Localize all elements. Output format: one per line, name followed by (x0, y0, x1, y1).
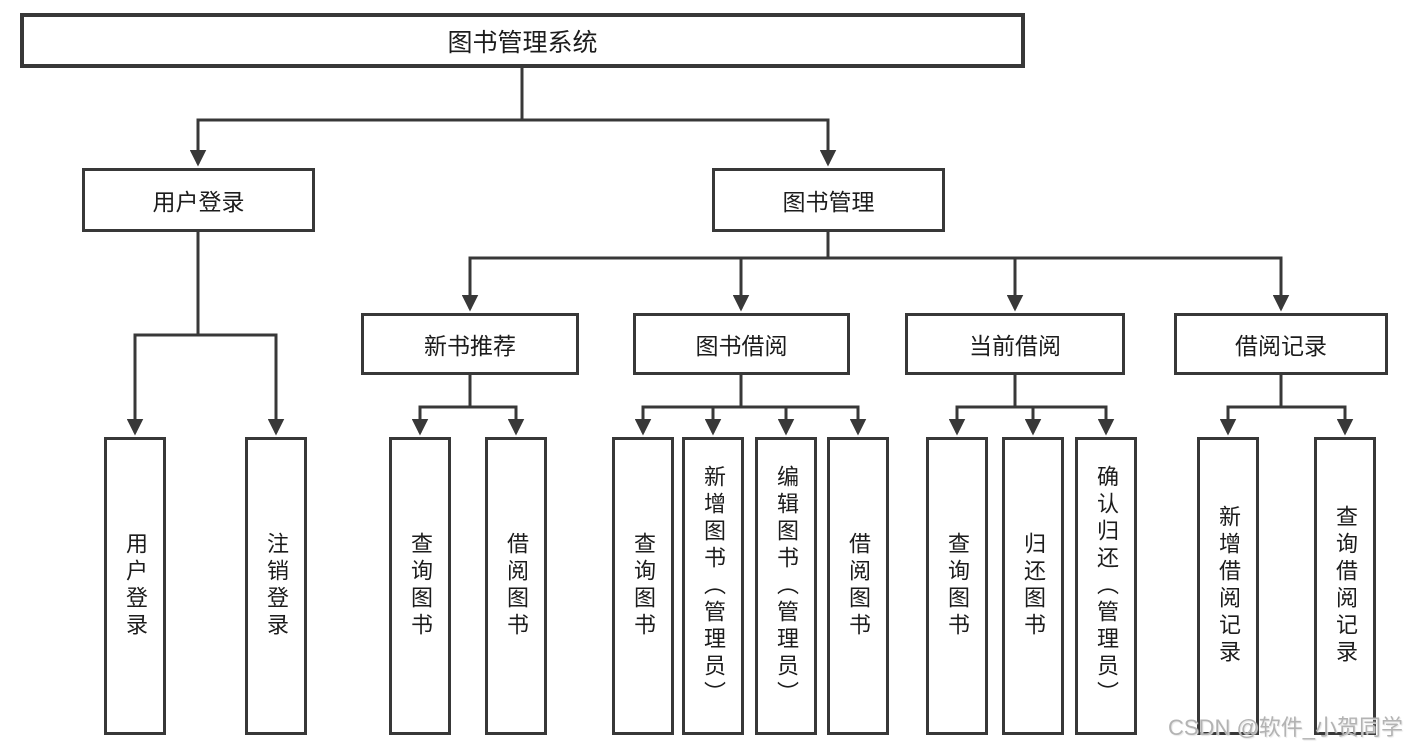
node-leaf-edit-books-admin: 编辑图书（管理员） (755, 437, 817, 735)
node-leaf-query-books-2: 查询图书 (612, 437, 674, 735)
connector-root (189, 68, 837, 167)
node-borrow-records: 借阅记录 (1174, 313, 1388, 375)
node-current-borrow: 当前借阅 (905, 313, 1125, 375)
node-leaf-borrow-books-1: 借阅图书 (485, 437, 547, 735)
node-leaf-logout: 注销登录 (245, 437, 307, 735)
csdn-watermark: CSDN @软件_小贺同学 (1168, 715, 1404, 740)
node-leaf-query-books-3: 查询图书 (926, 437, 988, 735)
node-user-login: 用户登录 (82, 168, 315, 232)
node-leaf-confirm-return-admin: 确认归还（管理员） (1075, 437, 1137, 735)
node-root-book-management-system: 图书管理系统 (20, 13, 1025, 68)
connector-book-management (461, 232, 1290, 312)
connector-book-borrow (634, 375, 867, 436)
connector-user-login (126, 232, 285, 436)
node-leaf-add-borrow-record: 新增借阅记录 (1197, 437, 1259, 735)
node-book-borrow: 图书借阅 (633, 313, 850, 375)
node-leaf-borrow-books-2: 借阅图书 (827, 437, 889, 735)
connector-borrow-records (1219, 375, 1354, 436)
connector-current-borrow (948, 375, 1115, 436)
node-book-management: 图书管理 (712, 168, 945, 232)
node-leaf-user-login: 用户登录 (104, 437, 166, 735)
connector-new-book-recommend (411, 375, 525, 436)
node-leaf-add-books-admin: 新增图书（管理员） (682, 437, 744, 735)
node-leaf-query-books-1: 查询图书 (389, 437, 451, 735)
node-leaf-return-books: 归还图书 (1002, 437, 1064, 735)
node-leaf-query-borrow-record: 查询借阅记录 (1314, 437, 1376, 735)
node-new-book-recommend: 新书推荐 (361, 313, 579, 375)
